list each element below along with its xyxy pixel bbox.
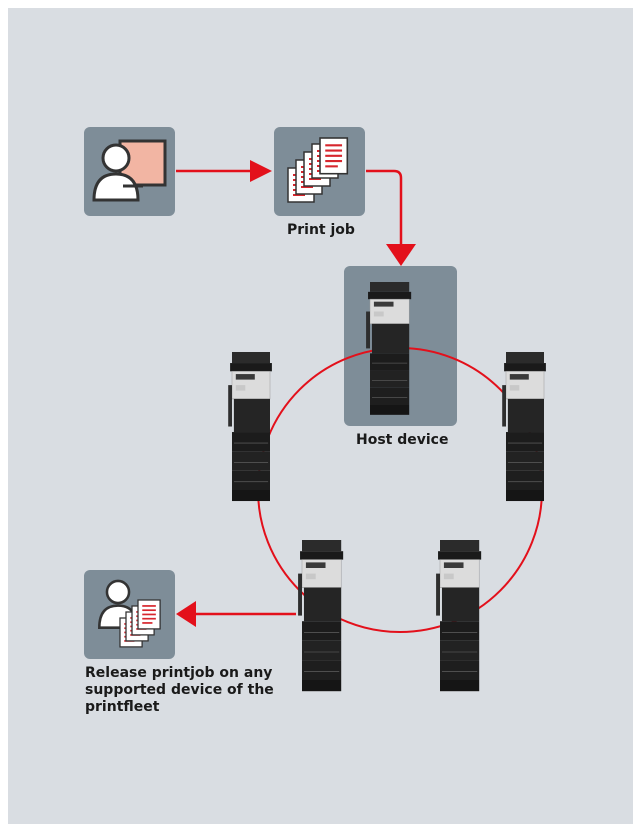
arrow-head-release xyxy=(176,601,196,627)
user-at-computer-icon xyxy=(92,139,167,202)
fleet-printer-bottom-right-icon xyxy=(435,539,482,692)
fleet-printer-right-icon xyxy=(501,351,547,502)
print-job-label: Print job xyxy=(287,222,355,238)
fleet-printer-bottom-left-icon xyxy=(297,539,344,692)
host-device-label: Host device xyxy=(356,432,449,448)
release-label-line-1: Release printjob on any xyxy=(85,665,273,681)
release-label-line-2: supported device of the xyxy=(85,682,274,698)
user-with-documents-icon xyxy=(98,579,161,648)
arrow-head-print-job xyxy=(250,160,272,182)
host-printer-icon xyxy=(365,281,412,416)
document-stack-icon xyxy=(287,136,349,203)
fleet-printer-left-icon xyxy=(227,351,273,502)
release-label-line-3: printfleet xyxy=(85,699,160,715)
arrow-to-host xyxy=(366,169,403,246)
arrow-head-host xyxy=(386,244,416,266)
